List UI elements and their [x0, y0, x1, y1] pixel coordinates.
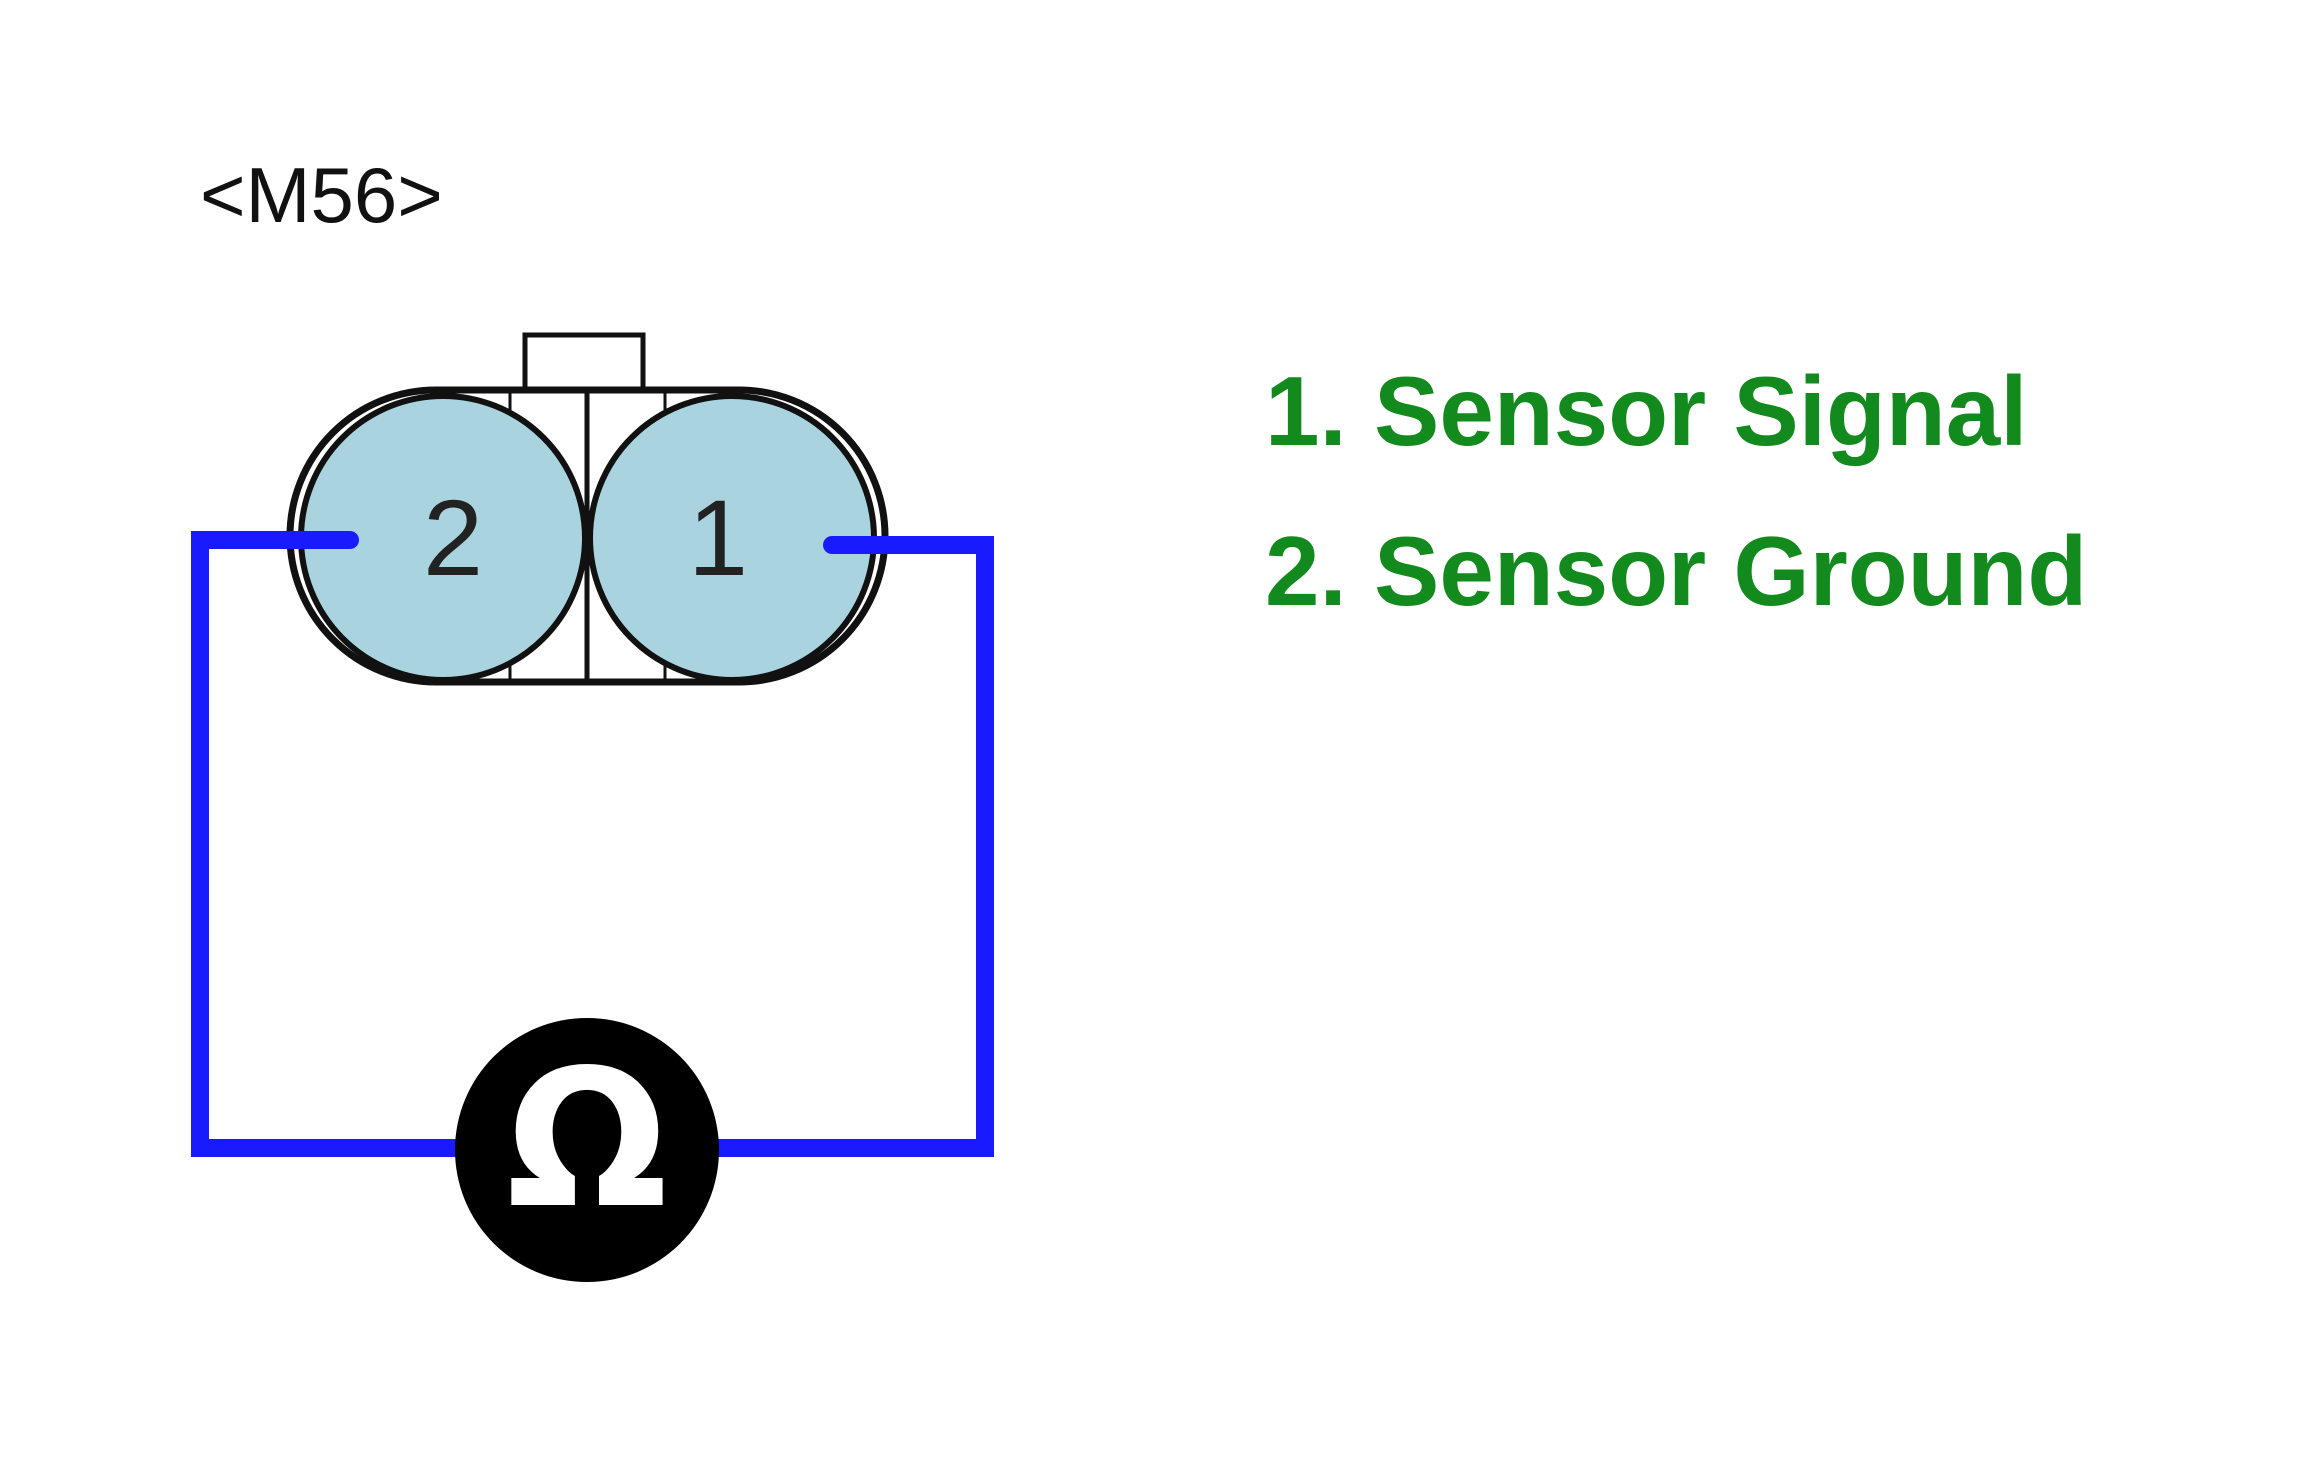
pin-legend: 1. Sensor Signal 2. Sensor Ground — [1265, 356, 2087, 626]
legend-item-sensor-ground: 2. Sensor Ground — [1265, 516, 2087, 626]
ohm-symbol: Ω — [506, 1029, 668, 1250]
legend-item-sensor-signal: 1. Sensor Signal — [1265, 356, 2027, 466]
pin-2-number: 2 — [423, 477, 483, 598]
pin-1-number: 1 — [688, 477, 748, 598]
wire-left — [191, 531, 460, 1157]
connector-id-label: <M56> — [200, 151, 443, 239]
connector-lock-tab — [522, 332, 646, 396]
ohmmeter: Ω — [455, 1018, 719, 1282]
ohmmeter-icon — [455, 1018, 719, 1282]
pin-1: 1 — [587, 393, 877, 683]
pin-2: 2 — [298, 393, 588, 683]
